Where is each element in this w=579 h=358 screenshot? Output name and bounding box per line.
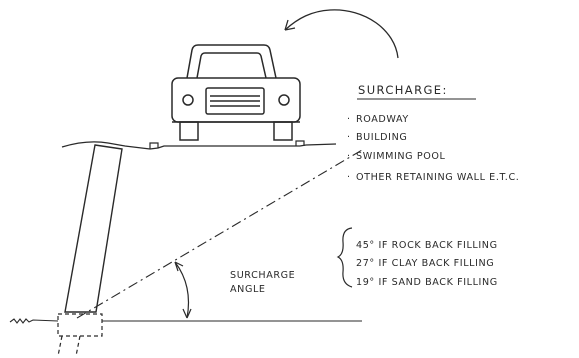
car-icon	[171, 44, 301, 141]
surcharge-arrowhead	[284, 19, 296, 31]
surcharge-angle-label-line2: ANGLE	[230, 284, 266, 295]
list-bullet: ·	[347, 114, 351, 125]
embankment-top	[149, 143, 337, 150]
surface-bumps	[149, 140, 305, 149]
backfill-clay: 27° IF CLAY BACK FILLING	[356, 258, 494, 269]
surcharge-angle-line	[76, 149, 363, 319]
backfill-brace	[336, 227, 353, 288]
wall-footing	[57, 313, 103, 357]
angle-arc	[174, 261, 190, 319]
ground-squiggle	[9, 318, 59, 324]
surcharge-item-roadway: ROADWAY	[356, 114, 409, 125]
backfill-rock: 45° IF ROCK BACK FILLING	[356, 240, 498, 251]
list-bullet: ·	[347, 151, 351, 162]
list-bullet: ·	[347, 132, 351, 143]
list-bullet: ·	[347, 172, 351, 183]
surcharge-angle-label-line1: SURCHARGE	[230, 270, 295, 281]
angle-arc-arrowheads	[174, 261, 192, 319]
backfill-sand: 19° IF SAND BACK FILLING	[356, 277, 498, 288]
surcharge-item-building: BUILDING	[356, 132, 407, 143]
retaining-wall	[64, 144, 123, 313]
surcharge-title: SURCHARGE:	[358, 83, 448, 97]
surcharge-item-other-wall: OTHER RETAINING WALL E.T.C.	[356, 172, 519, 183]
embankment-slope	[61, 141, 151, 150]
surcharge-item-swimming-pool: SWIMMING POOL	[356, 151, 446, 162]
surcharge-arrow	[284, 9, 399, 59]
